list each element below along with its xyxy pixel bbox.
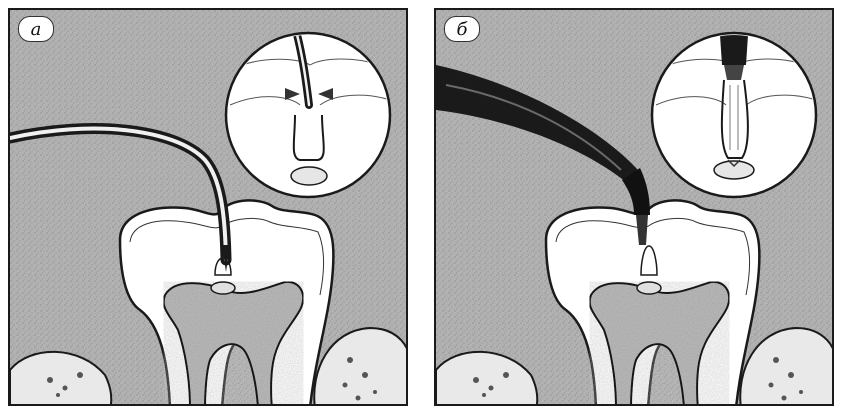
panel-b-illustration	[436, 10, 834, 406]
cavity-base	[211, 282, 235, 294]
panel-a: а	[8, 8, 408, 406]
panel-a-illustration	[10, 10, 408, 406]
panel-b: б	[434, 8, 834, 406]
cavity-base	[637, 282, 661, 294]
panel-label-a: а	[18, 16, 54, 42]
panel-label-b: б	[444, 16, 480, 42]
